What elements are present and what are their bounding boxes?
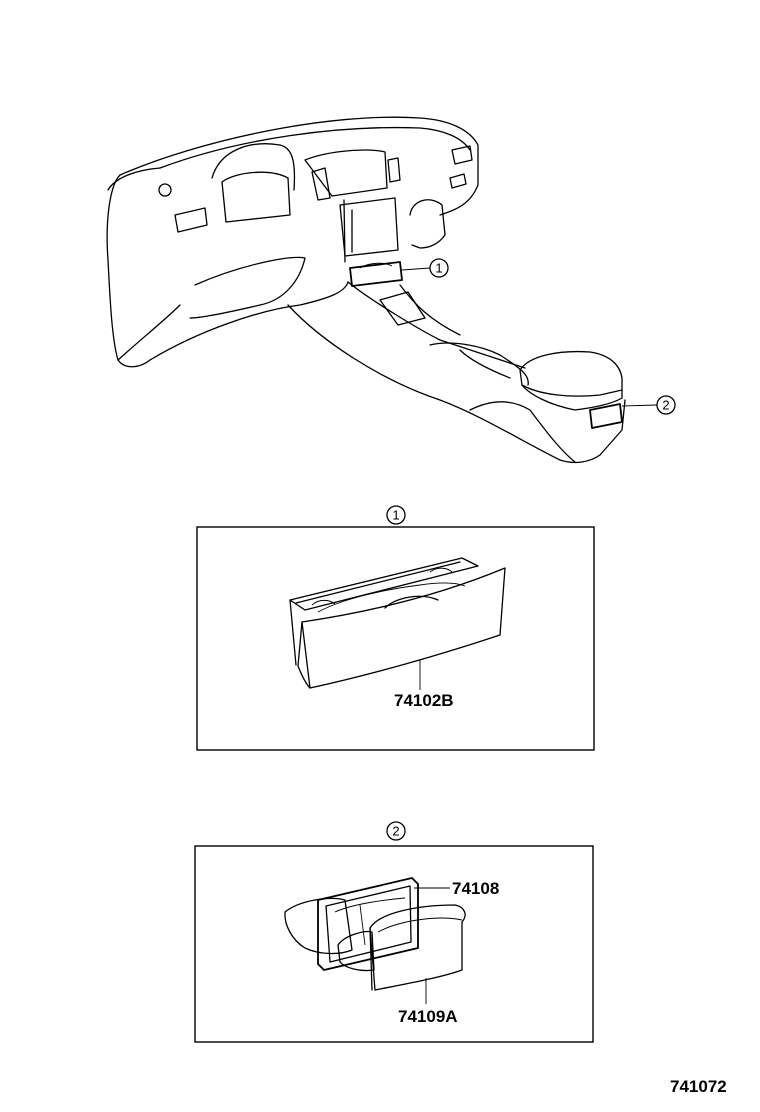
figure-number: 741072: [670, 1077, 727, 1096]
callout-1-label-detail: 1: [392, 508, 399, 523]
callout-1-circle-top: [429, 258, 449, 278]
callout-2-label-detail: 2: [392, 824, 399, 839]
detail-1-group: 1 74102B: [196, 505, 595, 751]
callout-1-label-top: 1: [435, 261, 442, 276]
part-label-74109a: 74109A: [398, 1007, 458, 1026]
ashtray-74102b-drawing: [289, 557, 506, 689]
callout-2-circle-detail: [386, 821, 406, 841]
callout-1-circle-detail: [386, 505, 406, 525]
detail-2-group: 2 74108 74109A: [194, 821, 594, 1043]
part-label-74108: 74108: [452, 879, 499, 898]
callout-2-label-top: 2: [662, 398, 669, 413]
part-label-74102b: 74102B: [394, 691, 454, 710]
callout-2-circle-top: [656, 395, 676, 415]
detail-2-frame: [194, 845, 594, 1043]
ashtray-74108-74109a-drawing: [284, 877, 466, 991]
detail-1-frame: [196, 526, 595, 751]
dashboard-overview-drawing: 1 2: [106, 116, 676, 464]
